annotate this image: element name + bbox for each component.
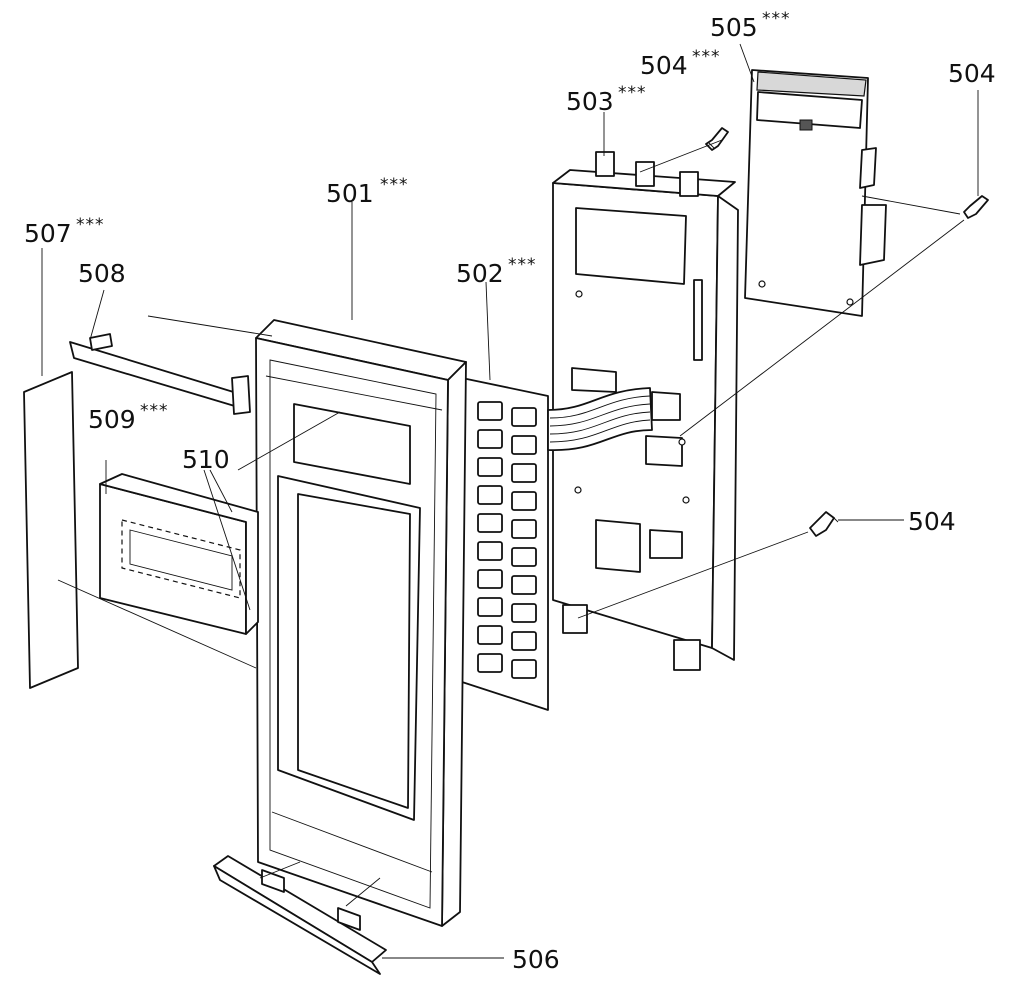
- svg-text:***: ***: [762, 9, 791, 29]
- keypad-key: [477, 541, 503, 561]
- screw-504-middle: [809, 511, 839, 537]
- part-503-frame: [552, 151, 739, 671]
- keypad-key: [511, 575, 537, 595]
- svg-text:508: 508: [78, 259, 126, 288]
- svg-text:506: 506: [512, 945, 560, 974]
- part-501-front-panel: [255, 319, 467, 927]
- svg-text:503: 503: [566, 87, 614, 116]
- keypad-key: [477, 429, 503, 449]
- svg-text:***: ***: [508, 255, 537, 275]
- keypad-key: [511, 519, 537, 539]
- keypad-key: [477, 485, 503, 505]
- keypad-key: [511, 435, 537, 455]
- keypad-key: [511, 407, 537, 427]
- keypad-key: [511, 631, 537, 651]
- svg-text:***: ***: [76, 215, 105, 235]
- svg-text:***: ***: [380, 175, 409, 195]
- part-508-top-trim: [69, 333, 251, 415]
- svg-text:***: ***: [618, 83, 647, 103]
- screw-504-top: [705, 127, 729, 151]
- svg-text:504: 504: [948, 59, 996, 88]
- svg-text:504: 504: [908, 507, 956, 536]
- svg-text:510: 510: [182, 445, 230, 474]
- label-504-right: 504: [948, 59, 996, 88]
- keypad-key: [477, 625, 503, 645]
- screw-504-right: [963, 195, 989, 219]
- svg-text:507: 507: [24, 219, 72, 248]
- label-508: 508: [78, 259, 126, 288]
- label-501: 501 ***: [326, 175, 409, 208]
- svg-text:***: ***: [140, 401, 169, 421]
- assembly-lines: [41, 43, 979, 959]
- label-502: 502 ***: [456, 255, 537, 288]
- keypad-key: [477, 401, 503, 421]
- svg-text:509: 509: [88, 405, 136, 434]
- label-509: 509 ***: [88, 401, 169, 434]
- svg-text:502: 502: [456, 259, 504, 288]
- label-505: 505 ***: [710, 9, 791, 42]
- keypad-key: [477, 597, 503, 617]
- svg-text:501: 501: [326, 179, 374, 208]
- part-509-display-holder: [99, 473, 259, 635]
- svg-text:504: 504: [640, 51, 688, 80]
- label-503: 503 ***: [566, 83, 647, 116]
- label-506: 506: [512, 945, 560, 974]
- keypad-key: [511, 547, 537, 567]
- part-505-control-board: [744, 69, 887, 317]
- part-502-keypad: [461, 377, 653, 711]
- part-506-bottom-trim: [213, 855, 387, 975]
- keypad-key: [511, 659, 537, 679]
- keypad-key: [511, 463, 537, 483]
- keypad-key: [477, 513, 503, 533]
- label-510: 510: [182, 445, 230, 474]
- keypad-key: [511, 603, 537, 623]
- label-504-top: 504 ***: [640, 47, 721, 80]
- keypad-key: [511, 491, 537, 511]
- keypad-key: [477, 653, 503, 673]
- keypad-key: [477, 569, 503, 589]
- svg-text:505: 505: [710, 13, 758, 42]
- keypad-key: [477, 457, 503, 477]
- label-504-middle: 504: [908, 507, 956, 536]
- svg-text:***: ***: [692, 47, 721, 67]
- part-507-side-strip: [23, 371, 79, 689]
- label-507: 507 ***: [24, 215, 105, 248]
